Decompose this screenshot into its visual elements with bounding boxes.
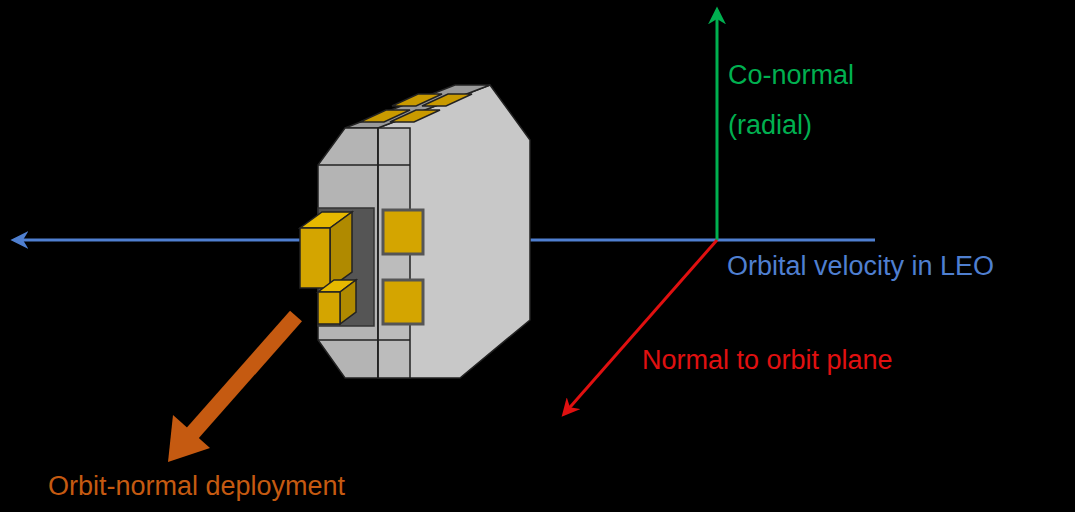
deployment-shaft — [190, 316, 296, 436]
deployed-box — [300, 228, 330, 288]
radial-arrow — [716, 10, 719, 240]
deployed-box-side — [340, 280, 356, 324]
solar-cell — [422, 94, 472, 106]
axis-label: Normal to orbit plane — [642, 344, 972, 376]
solar-cell — [383, 210, 423, 254]
edge — [318, 339, 410, 341]
velocity-axis — [480, 239, 875, 242]
deployment-head — [168, 415, 210, 462]
deployed-box-side — [330, 212, 352, 288]
edge — [318, 164, 410, 166]
cubesat — [300, 85, 530, 378]
deployment-arrow — [168, 316, 296, 462]
axis-label: Co-normal (radial) — [728, 50, 878, 150]
edge — [377, 128, 379, 378]
top-face — [345, 85, 490, 128]
deployment-label: Orbit-normal deployment — [48, 470, 448, 502]
axis-label: Orbital velocity in LEO — [727, 250, 1067, 282]
normal-arrow — [564, 240, 717, 414]
solar-cell — [383, 280, 423, 324]
solar-cell — [390, 110, 440, 122]
deployed-box — [318, 292, 340, 324]
side-panel — [378, 85, 530, 378]
velocity-arrow — [14, 239, 310, 242]
